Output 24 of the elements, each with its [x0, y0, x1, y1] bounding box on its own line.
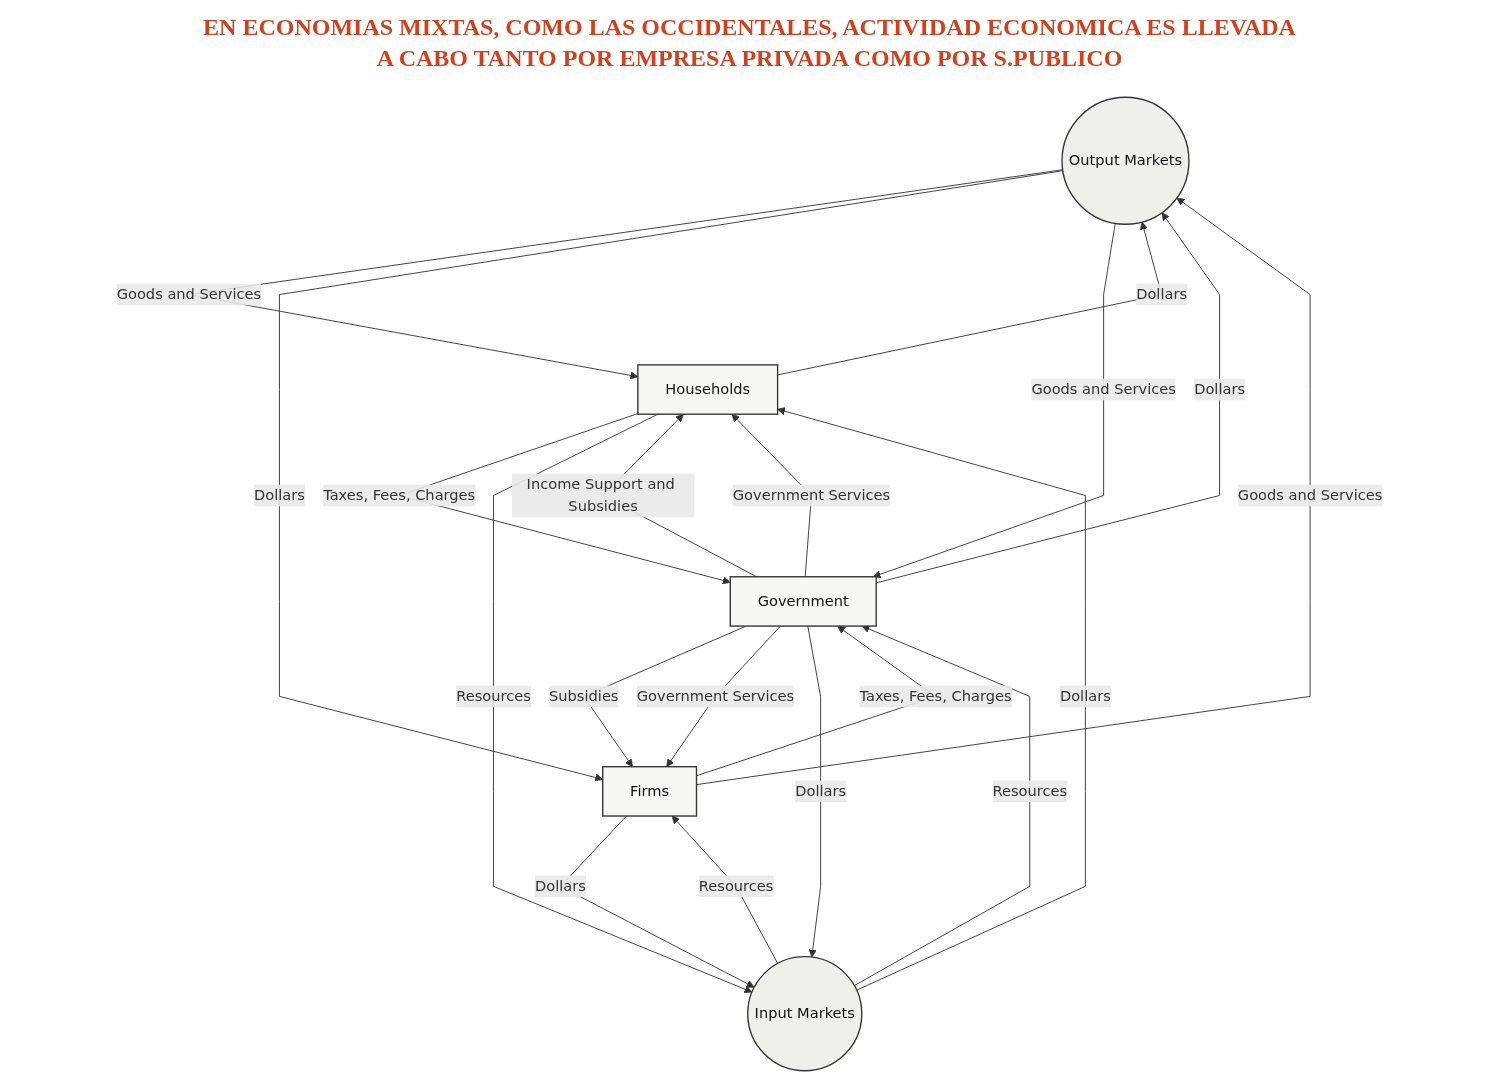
edge-label: Resources	[698, 877, 774, 895]
edge-label: Goods and Services	[1237, 486, 1383, 504]
edge-label: Dollars	[535, 877, 586, 895]
node-circle: Input Markets	[747, 956, 863, 1072]
edge-label: Dollars	[1194, 380, 1246, 398]
node-circle: Output Markets	[1061, 96, 1190, 225]
node-box: Government	[729, 576, 877, 627]
edge-label: Resources	[456, 687, 531, 705]
note-text: EN ECONOMIAS MIXTAS, COMO LAS OCCIDENTALES, ACTIVIDAD ECONOMICA ES LLEVADA A CABO TANTO POR EMPRESA PRIVADA COMO POR S.PUBLICO	[202, 13, 1297, 74]
edge-label: Goods and Services	[1031, 380, 1176, 398]
edge-label: Dollars	[253, 486, 305, 504]
edge-label: Taxes, Fees, Charges	[859, 687, 1012, 705]
node-box: Firms	[602, 766, 698, 817]
node-box: Households	[637, 364, 779, 415]
edge-label: Government Services	[636, 687, 795, 705]
edge-label: Resources	[992, 782, 1068, 800]
edge-label: Dollars	[795, 782, 847, 800]
edge-label: Subsidies	[549, 687, 619, 705]
edge-label: Dollars	[1059, 687, 1111, 705]
edge-label: Income Support and Subsidies	[526, 475, 675, 515]
edge-label: Goods and Services	[116, 285, 262, 303]
edge-label: Government Services	[732, 486, 891, 504]
edge-label: Taxes, Fees, Charges	[323, 486, 476, 504]
edge-label: Dollars	[1136, 285, 1188, 303]
